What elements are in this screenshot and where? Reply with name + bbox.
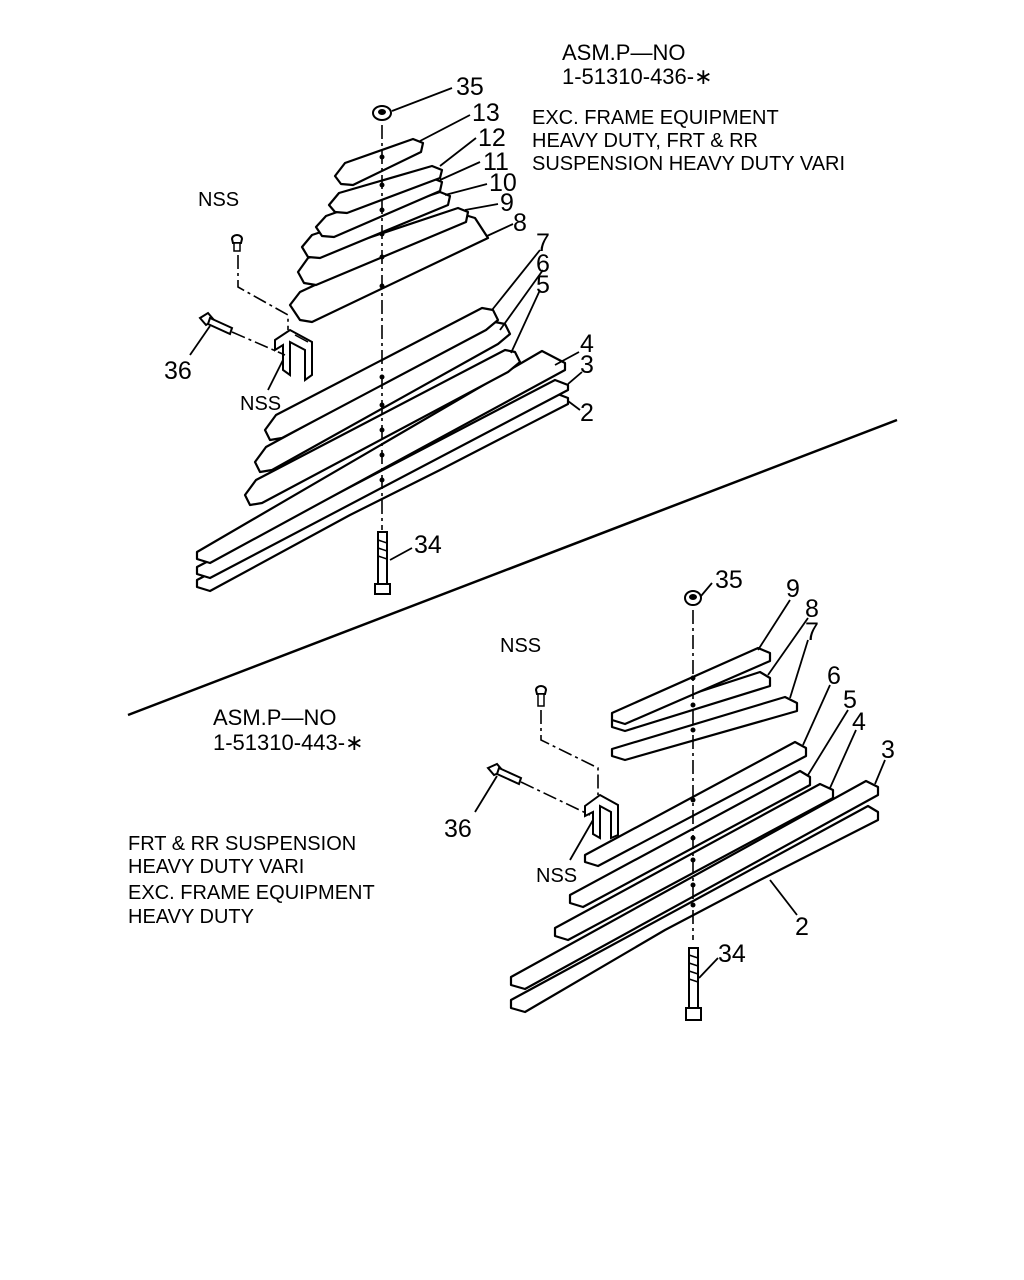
lower-callout-9: 9 <box>786 575 800 603</box>
lower-callout-8: 8 <box>805 595 819 623</box>
lower-note-1: FRT & RR SUSPENSION <box>128 833 356 855</box>
callout-36: 36 <box>164 357 192 385</box>
upper-assembly: ASM.P—NO 1-51310-436-∗ EXC. FRAME EQUIPM… <box>164 40 845 595</box>
callout-6: 6 <box>536 250 550 278</box>
lower-leaf-5 <box>568 769 812 909</box>
upper-note-1: EXC. FRAME EQUIPMENT <box>532 107 779 129</box>
lower-assembly: ASM.P—NO 1-51310-443-∗ FRT & RR SUSPENSI… <box>128 566 895 1021</box>
upper-part-number: 1-51310-436-∗ <box>562 64 713 89</box>
bolt-36-axis <box>231 331 286 356</box>
lower-callout-6: 6 <box>827 662 841 690</box>
rivet-icon <box>230 234 244 252</box>
lower-nut-icon <box>684 590 702 606</box>
lower-center-bolt-icon <box>685 947 702 1021</box>
upper-note-3: SUSPENSION HEAVY DUTY VARI <box>532 153 845 175</box>
upper-note-2: HEAVY DUTY, FRT & RR <box>532 130 758 152</box>
lower-note-4: HEAVY DUTY <box>128 906 254 928</box>
callout-12: 12 <box>478 124 506 152</box>
lower-clip-bracket-icon <box>584 793 619 840</box>
rivet-path <box>237 255 289 330</box>
callout-3: 3 <box>580 351 594 379</box>
lower-leader-lines <box>474 582 886 979</box>
lower-bolt-36-icon <box>486 762 523 786</box>
leaf-13 <box>333 137 425 187</box>
callout-7: 7 <box>536 229 550 257</box>
lower-callout-4: 4 <box>852 708 866 736</box>
upper-leader-lines <box>189 87 583 561</box>
callout-8: 8 <box>513 209 527 237</box>
callout-9: 9 <box>500 189 514 217</box>
callout-nss-top: NSS <box>198 189 239 211</box>
leaf-12 <box>327 164 444 215</box>
lower-callout-2: 2 <box>795 913 809 941</box>
leaf-7 <box>263 306 500 442</box>
lower-rivet-icon <box>534 685 548 707</box>
lower-callout-5: 5 <box>843 686 857 714</box>
divider-line <box>127 418 898 717</box>
lower-note-2: HEAVY DUTY VARI <box>128 856 304 878</box>
bolt-36-icon <box>198 311 234 336</box>
upper-asm-label: ASM.P—NO <box>562 40 685 65</box>
callout-4: 4 <box>580 330 594 358</box>
lower-note-3: EXC. FRAME EQUIPMENT <box>128 882 375 904</box>
lower-leaf-6 <box>583 740 808 868</box>
lower-rivet-path <box>540 710 599 795</box>
lower-callout-7: 7 <box>805 618 819 646</box>
nut-icon <box>372 105 392 121</box>
callout-35: 35 <box>456 73 484 101</box>
clip-bracket-icon <box>274 328 313 382</box>
callout-nss-bottom: NSS <box>240 393 281 415</box>
callout-13: 13 <box>472 99 500 127</box>
lower-asm-label: ASM.P—NO <box>213 705 336 730</box>
callout-2: 2 <box>580 399 594 427</box>
center-bolt-icon <box>374 531 391 595</box>
lower-bolt-36-axis <box>520 781 591 816</box>
lower-callout-35: 35 <box>715 566 743 594</box>
lower-part-number: 1-51310-443-∗ <box>213 730 364 755</box>
lower-leaf-9 <box>610 646 772 726</box>
lower-leaf-7 <box>610 695 799 762</box>
lower-callout-nss-bottom: NSS <box>536 865 577 887</box>
lower-callout-34: 34 <box>718 940 746 968</box>
lower-callout-3: 3 <box>881 736 895 764</box>
callout-10: 10 <box>489 169 517 197</box>
callout-5: 5 <box>536 271 550 299</box>
lower-callout-36: 36 <box>444 815 472 843</box>
lower-leaf-2 <box>509 804 880 1014</box>
callout-34: 34 <box>414 531 442 559</box>
lower-callout-nss-top: NSS <box>500 635 541 657</box>
callout-11: 11 <box>483 148 509 176</box>
lower-leaf-8 <box>610 670 772 733</box>
